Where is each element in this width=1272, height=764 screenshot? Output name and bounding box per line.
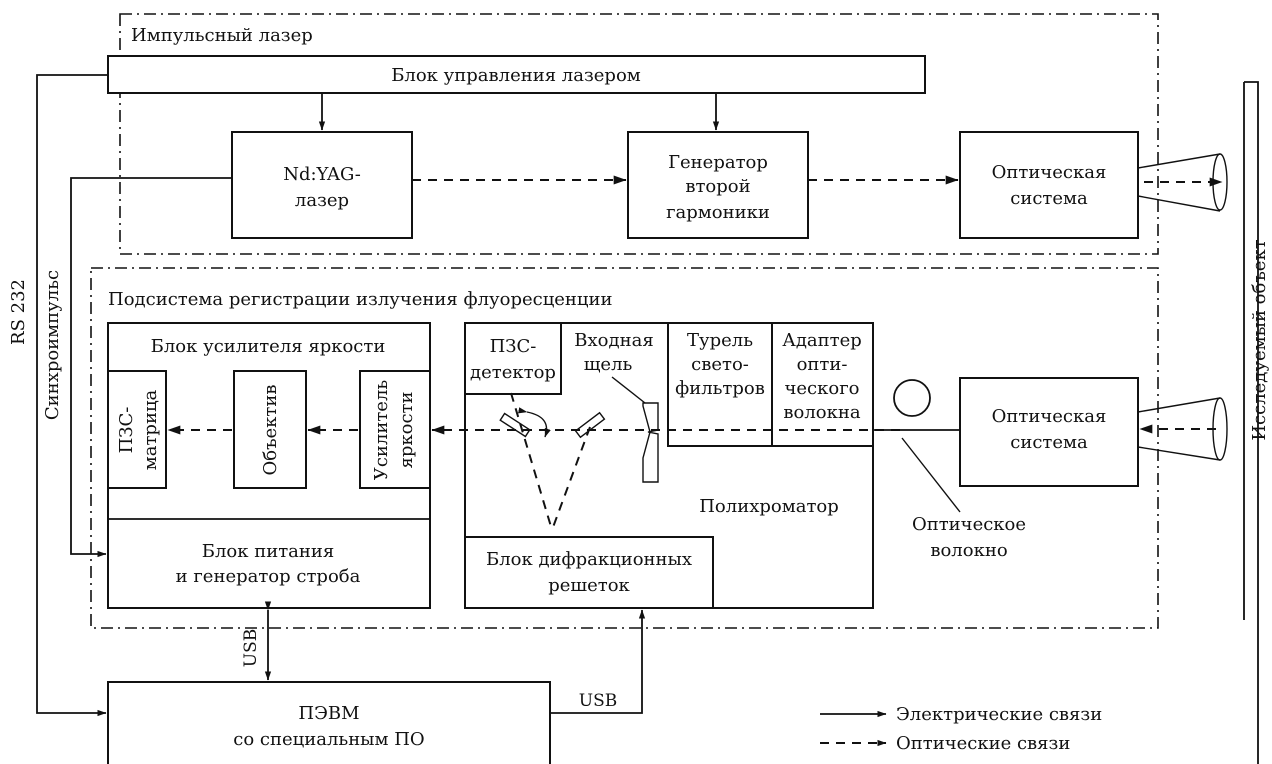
ndyag-laser-box — [231, 131, 413, 239]
output-cone-top — [1137, 153, 1221, 169]
ccd-detector-label-2: детектор — [470, 362, 556, 383]
power-block-label-1: Блок питания — [202, 541, 335, 562]
pc-label-1: ПЭВМ — [298, 703, 359, 724]
usb-right-label: USB — [579, 691, 617, 711]
beam-to-detector — [510, 392, 553, 531]
gratings-box — [464, 536, 714, 609]
fiber-label-1: Оптическое — [912, 514, 1026, 535]
filter-turret-label-2: свето- — [691, 354, 749, 375]
intensifier-label-1: Усилитель — [371, 380, 392, 481]
rs232-line — [36, 74, 108, 717]
gratings-label-2: решеток — [548, 575, 630, 596]
shg-label-3: гармоники — [666, 202, 770, 223]
pulsed-laser-frame — [119, 13, 1159, 255]
fiber-adapter-box — [771, 322, 874, 447]
ndyag-laser-label-1: Nd:YAG- — [283, 164, 361, 185]
pc-label-2: со специальным ПО — [233, 729, 424, 750]
usb-left-label: USB — [241, 629, 261, 667]
rs232-label: RS 232 — [8, 279, 29, 345]
pulsed-laser-title: Импульсный лазер — [131, 25, 313, 46]
intensifier-label-2: яркости — [396, 391, 417, 468]
usb-right-link — [550, 609, 646, 714]
legend-electrical-label: Электрические связи — [896, 704, 1102, 725]
objective-label: Объектив — [260, 384, 281, 475]
filter-turret-box — [667, 322, 773, 447]
pc-box — [107, 681, 551, 764]
legend-optical-label: Оптические связи — [896, 733, 1070, 754]
laser-optics-label-2: система — [1010, 188, 1088, 209]
output-cone-bottom — [1137, 195, 1221, 212]
collection-optics-label-2: система — [1010, 432, 1088, 453]
filter-turret-label-1: Турель — [687, 330, 753, 351]
laser-optics-box — [959, 131, 1139, 239]
fiber-label-2: волокно — [930, 540, 1007, 561]
object-label: Исследуемый объект — [1249, 239, 1270, 440]
ndyag-laser-label-2: лазер — [295, 190, 349, 211]
beam-from-mirror — [551, 426, 591, 531]
polychromator-label: Полихроматор — [699, 496, 839, 517]
ccd-matrix-label-1: ПЗС- — [116, 407, 137, 454]
ccd-detector-label-1: ПЗС- — [490, 336, 537, 357]
gratings-label-1: Блок дифракционных — [486, 549, 692, 570]
fiber-adapter-label-4: волокна — [783, 402, 860, 423]
input-cone-bottom — [1137, 446, 1221, 461]
laser-control-label: Блок управления лазером — [391, 65, 641, 86]
slit-label-2: щель — [584, 354, 633, 375]
slit-label-1: Входная — [574, 330, 653, 351]
sync-line — [70, 177, 232, 558]
filter-turret-label-3: фильтров — [675, 378, 765, 399]
slit-pointer — [611, 376, 646, 404]
ccd-matrix-label-2: матрица — [140, 389, 161, 470]
collection-optics-label-1: Оптическая — [992, 406, 1107, 427]
object-shape — [1243, 81, 1259, 764]
ccd-matrix-box — [107, 370, 167, 489]
shg-label-2: второй — [685, 176, 750, 197]
sync-label: Синхроимпульс — [42, 270, 63, 420]
intensifier-block-title: Блок усилителя яркости — [151, 336, 386, 357]
fiber-pointer — [901, 437, 961, 513]
fiber-adapter-label-1: Адаптер — [782, 330, 862, 351]
intensifier-box — [359, 370, 431, 489]
fiber-coil — [893, 379, 931, 417]
entrance-slit-shape — [642, 402, 659, 483]
laser-control-block — [107, 55, 926, 94]
laser-optics-label-1: Оптическая — [992, 162, 1107, 183]
ccd-detector-box — [464, 322, 562, 395]
power-block-label-2: и генератор строба — [176, 566, 361, 587]
fiber-adapter-label-3: ческого — [785, 378, 860, 399]
fiber-adapter-label-2: опти- — [797, 354, 848, 375]
fixed-mirror — [574, 411, 606, 439]
objective-box — [233, 370, 307, 489]
shg-label-1: Генератор — [668, 152, 768, 173]
subsystem-frame — [90, 267, 1159, 629]
shg-box — [627, 131, 809, 239]
collection-optics-box — [959, 377, 1139, 487]
subsystem-title: Подсистема регистрации излучения флуорес… — [108, 289, 613, 310]
rotation-arrow — [517, 407, 551, 438]
input-cone-top — [1137, 397, 1221, 413]
